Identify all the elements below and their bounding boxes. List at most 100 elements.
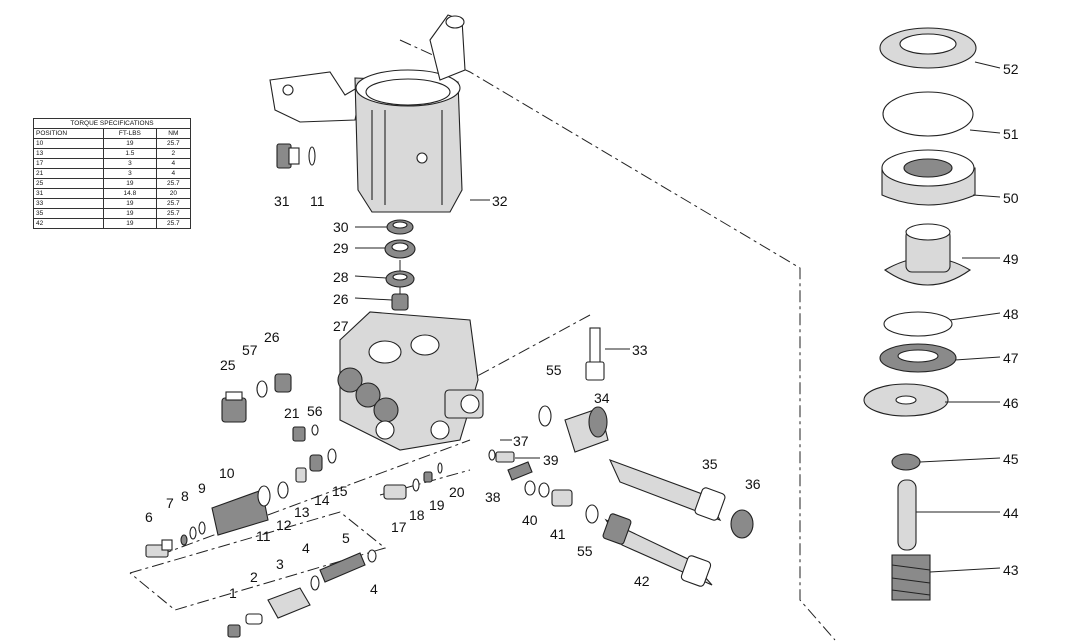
callout-10: 10 [219, 465, 235, 481]
table-cell: 25 [32, 178, 105, 189]
callout-32: 32 [492, 193, 508, 209]
table-cell: 31 [32, 188, 105, 199]
table-cell: 1.5 [103, 148, 157, 159]
callout-13: 13 [294, 504, 310, 520]
bolt-33 [585, 327, 605, 381]
left-fittings [221, 373, 319, 442]
callout-9: 9 [198, 480, 206, 496]
table-cell: 25.7 [155, 218, 192, 229]
table-cell: 25.7 [155, 198, 192, 209]
table-cell: 4 [155, 158, 192, 169]
callout-30: 30 [333, 219, 349, 235]
table-cell: 17 [32, 158, 105, 169]
table-cell: 2 [155, 148, 192, 159]
callout-18: 18 [409, 507, 425, 523]
callout-48: 48 [1003, 306, 1019, 322]
callout-52: 52 [1003, 61, 1019, 77]
callout-38: 38 [485, 489, 501, 505]
torque-table-header-row: POSITION FT-LBS NM [32, 128, 192, 139]
callout-55: 55 [546, 362, 562, 378]
callout-41: 41 [550, 526, 566, 542]
callout-37: 37 [513, 433, 529, 449]
table-cell: 20 [155, 188, 192, 199]
callout-44: 44 [1003, 505, 1019, 521]
callout-26: 26 [264, 329, 280, 345]
callout-12: 12 [276, 517, 292, 533]
callout-29: 29 [333, 240, 349, 256]
table-cell: 3 [103, 158, 157, 169]
table-cell: 33 [32, 198, 105, 209]
fittings-34-55 [538, 405, 609, 453]
callout-5: 5 [342, 530, 350, 546]
table-cell: 19 [103, 198, 157, 209]
callout-2: 2 [250, 569, 258, 585]
callout-4: 4 [370, 581, 378, 597]
callout-26: 26 [333, 291, 349, 307]
check-valve-parts [383, 462, 443, 500]
callout-17: 17 [391, 519, 407, 535]
table-cell: 13 [32, 148, 105, 159]
callout-31: 31 [274, 193, 290, 209]
header-position: POSITION [32, 128, 105, 139]
assembly-axis-lines [129, 39, 836, 641]
pump-manifold [337, 311, 484, 451]
callout-34: 34 [594, 390, 610, 406]
callout-11: 11 [256, 528, 271, 544]
table-cell: 25.7 [155, 138, 192, 149]
callout-33: 33 [632, 342, 648, 358]
table-cell: 4 [155, 168, 192, 179]
table-cell: 21 [32, 168, 105, 179]
leader-lines [354, 61, 1001, 573]
callout-56: 56 [307, 403, 323, 419]
callout-49: 49 [1003, 251, 1019, 267]
callout-1: 1 [229, 585, 237, 601]
o-ring-11-upper [308, 146, 316, 166]
table-cell: 3 [103, 168, 157, 179]
callout-40: 40 [522, 512, 538, 528]
table-cell: 25.7 [155, 208, 192, 219]
torque-table-title: TORQUE SPECIFICATIONS [33, 118, 191, 129]
table-cell: 35 [32, 208, 105, 219]
plug-31 [276, 143, 300, 169]
table-cell: 19 [103, 208, 157, 219]
table-cell: 19 [103, 218, 157, 229]
torque-specifications-table: TORQUE SPECIFICATIONS POSITION FT-LBS NM… [32, 118, 192, 229]
table-cell: 25.7 [155, 178, 192, 189]
callout-46: 46 [1003, 395, 1019, 411]
table-cell: 10 [32, 138, 105, 149]
callout-51: 51 [1003, 126, 1019, 142]
callout-42: 42 [634, 573, 650, 589]
callout-45: 45 [1003, 451, 1019, 467]
table-cell: 19 [103, 138, 157, 149]
callout-57: 57 [242, 342, 258, 358]
callout-11: 11 [310, 193, 325, 209]
unloader-assembly [145, 448, 337, 558]
callout-4: 4 [302, 540, 310, 556]
callout-19: 19 [429, 497, 445, 513]
table-cell: 42 [32, 218, 105, 229]
unloader-piston-parts [227, 549, 377, 638]
crankcase-housing [269, 14, 466, 213]
callout-35: 35 [702, 456, 718, 472]
callout-39: 39 [543, 452, 559, 468]
callout-21: 21 [284, 405, 300, 421]
callout-55: 55 [577, 543, 593, 559]
callout-7: 7 [166, 495, 174, 511]
callout-8: 8 [181, 488, 189, 504]
seal-stack [384, 219, 416, 311]
callout-43: 43 [1003, 562, 1019, 578]
callout-25: 25 [220, 357, 236, 373]
callout-14: 14 [314, 492, 330, 508]
callout-20: 20 [449, 484, 465, 500]
callout-28: 28 [333, 269, 349, 285]
table-cell: 19 [103, 178, 157, 189]
